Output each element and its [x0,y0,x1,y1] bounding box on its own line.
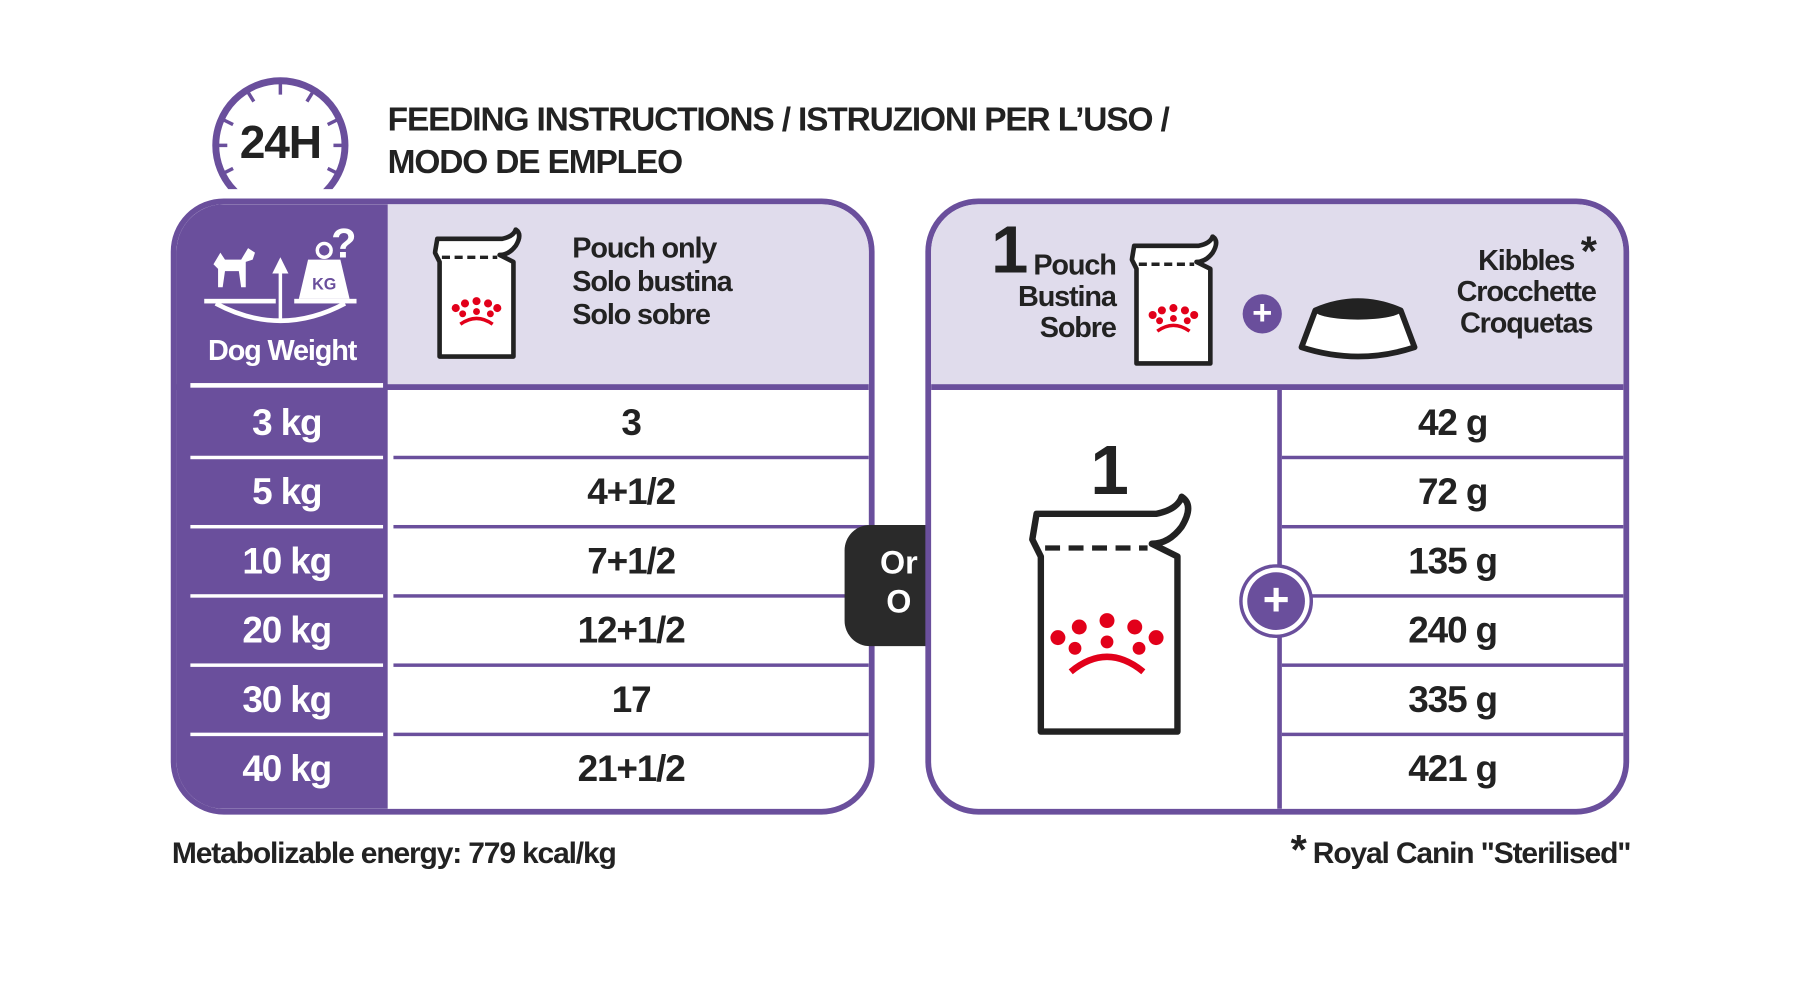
label-es: Croquetas [1459,306,1593,340]
plus-circle-icon: + [1247,572,1305,630]
kibble-amount-cell: 42 g [1281,390,1624,460]
asterisk: * [1580,227,1597,275]
pouch-icon [432,227,522,359]
dog-weight-scale-icon: KG ? [204,219,357,324]
title-line-2: MODO DE EMPLEO [387,144,683,182]
pouch-only-label: Pouch only Solo bustina Solo sobre [572,231,732,332]
pouch-amount-cell: 12+1/2 [393,598,869,667]
kibbles-label: Kibbles Crocchette Croquetas [1456,244,1597,340]
dog-weight-header: Dog Weight [208,334,357,367]
weight-cell: 10 kg [190,528,384,598]
pouch-amount-cell: 3 [393,390,869,460]
kibble-amount-cell: 421 g [1408,747,1498,790]
large-pouch-icon [1029,493,1192,735]
weight-column [176,204,388,809]
svg-text:?: ? [331,219,356,266]
pouch-amount-cell: 17 [393,667,869,737]
pouch-amount-cell: 7+1/2 [393,528,869,598]
kibble-amount-cell: 72 g [1281,459,1624,529]
kibble-amount-cell: 240 g [1281,598,1624,667]
asterisk: * [1290,826,1307,874]
clock-24h-icon: 24H [208,74,353,190]
weight-cell: 40 kg [242,747,332,790]
pouch-count: 1 [991,212,1028,288]
label-en: Kibbles [1478,244,1575,277]
pouch-only-table: KG ? Dog Weight Pouch only Solo bustina … [170,198,875,815]
pouch-label: Pouch Bustina Sobre [1012,249,1117,344]
page-title: FEEDING INSTRUCTIONS / ISTRUZIONI PER L’… [387,99,1170,184]
label-es: Solo sobre [572,298,711,332]
table-header [931,204,1624,390]
mixed-feeding-table: 1 Pouch Bustina Sobre + Kibbles Crocchet… [925,198,1630,815]
footnote-text: Royal Canin "Sterilised" [1312,835,1632,870]
svg-text:KG: KG [312,276,336,294]
clock-label: 24H [239,117,322,169]
label-it: Solo bustina [572,265,732,298]
body-pouch-count: 1 [1090,431,1129,509]
weight-cell: 20 kg [190,598,384,667]
pouch-amount-cell: 4+1/2 [393,459,869,529]
label-en: Pouch [1033,249,1117,282]
title-line-1: FEEDING INSTRUCTIONS / ISTRUZIONI PER L’… [387,101,1170,139]
kibble-amount-cell: 335 g [1281,667,1624,737]
weight-cell: 3 kg [190,390,384,460]
label-en: Pouch only [572,231,717,265]
kibble-amount-cell: 135 g [1281,528,1624,598]
pouch-amount-cell: 21+1/2 [577,747,686,790]
weight-cell: 30 kg [190,667,384,737]
metabolizable-energy: Metabolizable energy: 779 kcal/kg [171,835,617,870]
weight-cell: 5 kg [190,459,384,529]
plus-icon: + [1242,294,1282,334]
label-it: Crocchette [1456,275,1597,309]
footnote: * Royal Canin "Sterilised" [1291,829,1632,871]
pouch-icon [1129,234,1219,366]
label-it: Bustina [1018,280,1117,313]
kibble-bowl-icon [1298,298,1418,360]
or-label: Or [879,544,918,581]
divider [190,383,384,388]
label-es: Sobre [1039,311,1117,344]
o-label: O [886,583,912,620]
